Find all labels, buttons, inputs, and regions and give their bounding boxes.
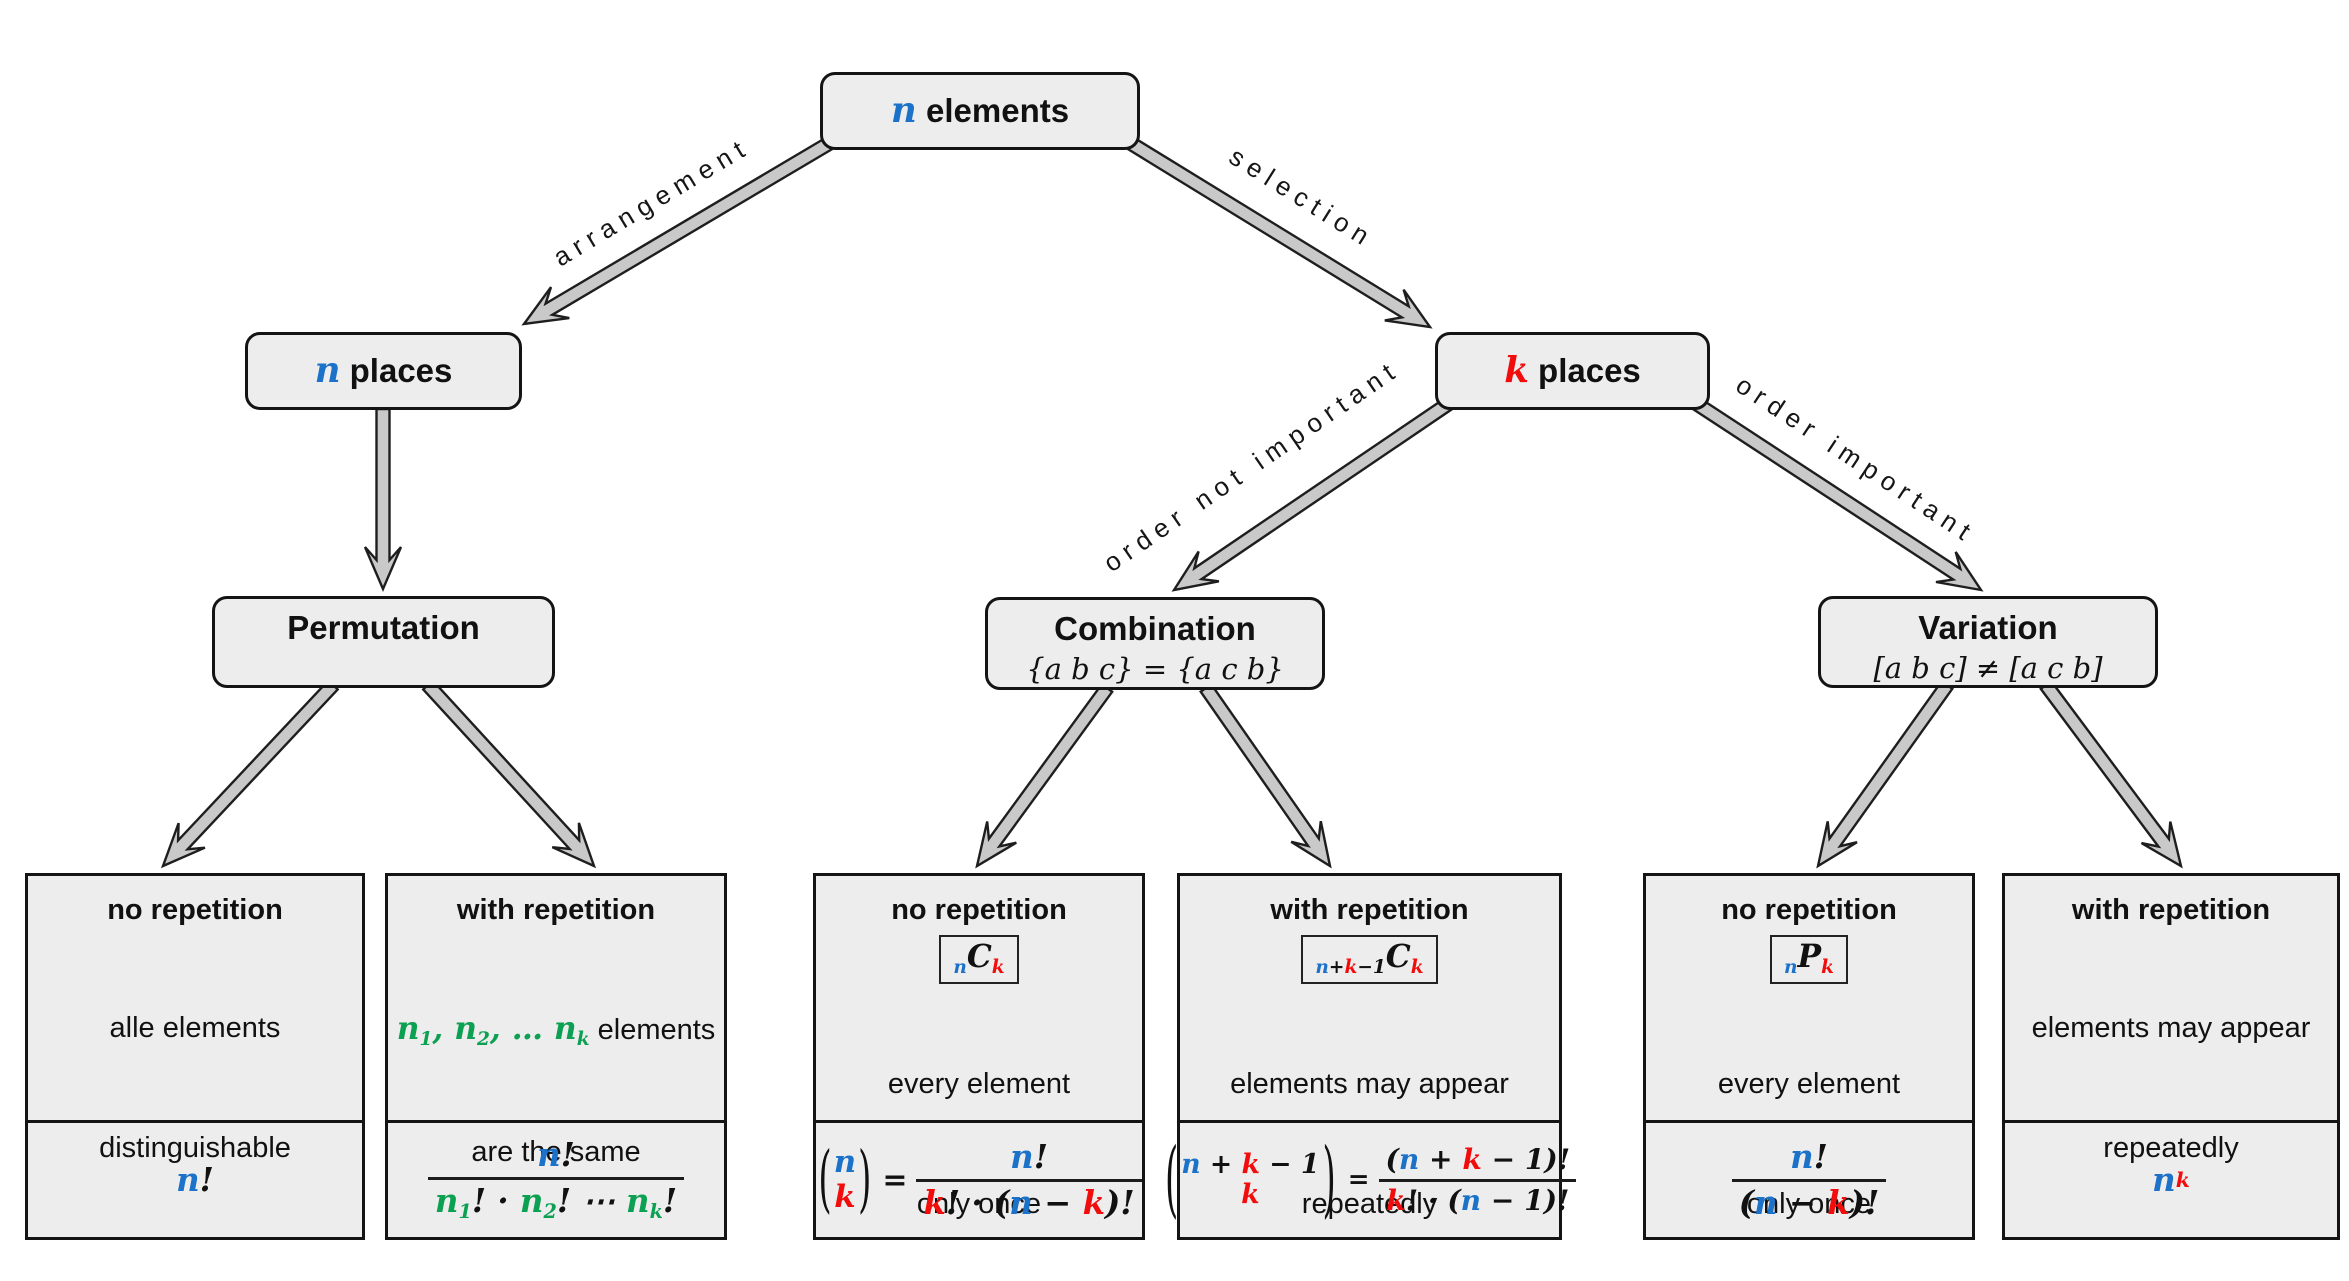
symbol-n-plus-k-minus-1-Ck: n+k−1Ck	[1301, 934, 1438, 984]
node-n-places-label: n places	[314, 349, 453, 391]
leaf-description: alle elements distinguishable	[99, 1011, 291, 1164]
leaf-description: every element only once	[1717, 1067, 1901, 1221]
tree-edge-arrow	[1691, 396, 1984, 592]
leaf-combination-with-repetition: with repetition n+k−1Ck elements may app…	[1165, 873, 1577, 1240]
node-k-places-label: k places	[1504, 349, 1641, 391]
formula-multiset-permutation: n!n1! · n2! ⋯ nk!	[427, 1138, 685, 1222]
symbol-nPk: nPk	[1770, 934, 1848, 984]
node-permutation-title: Permutation	[287, 609, 480, 646]
leaf-formula-section: n!	[28, 1120, 362, 1237]
formula-n-factorial: n!	[176, 1161, 214, 1199]
left-paren: (	[1164, 1131, 1179, 1229]
tree-edge-arrow	[1199, 682, 1332, 869]
leaf-permutation-no-repetition: no repetition alle elements distinguisha…	[25, 873, 365, 1240]
leaf-title: no repetition	[107, 894, 283, 926]
tree-edge-arrow	[975, 682, 1114, 869]
leaf-variation-no-repetition: no repetition nPk every element only onc…	[1643, 873, 1975, 1240]
tree-edge-arrow	[363, 407, 403, 593]
leaf-formula-section: n!n1! · n2! ⋯ nk!	[388, 1120, 724, 1237]
tree-edge-arrow	[2039, 679, 2183, 869]
tree-edge-arrow	[521, 136, 833, 326]
tree-edge-arrow	[421, 678, 597, 869]
node-permutation: Permutation	[212, 596, 555, 688]
leaf-title: no repetition	[891, 894, 1067, 926]
node-combination-subtitle: {a b c} = {a c b}	[1026, 651, 1284, 686]
leaf-description: n1, n2, … nk elements are the same	[396, 1010, 716, 1169]
symbol-nCk: nCk	[939, 934, 1019, 984]
leaf-permutation-with-repetition: with repetition n1, n2, … nk elements ar…	[385, 873, 727, 1240]
node-n-places: n places	[245, 332, 522, 410]
formula-falling-factorial: n!(n − k)!	[1731, 1140, 1887, 1220]
leaf-title: with repetition	[456, 894, 656, 926]
leaf-formula-section: n!(n − k)!	[1646, 1120, 1972, 1237]
leaf-title: no repetition	[1721, 894, 1897, 926]
tree-edge-arrow	[1816, 679, 1954, 869]
left-paren: (	[818, 1137, 832, 1223]
tree-edge-arrow	[1126, 136, 1433, 329]
node-combination: Combination {a b c} = {a c b}	[985, 597, 1325, 690]
node-combination-title: Combination	[1054, 610, 1256, 647]
node-k-places: k places	[1435, 332, 1710, 410]
leaf-title: with repetition	[1270, 894, 1469, 926]
leaf-combination-no-repetition: no repetition nCk every element only onc…	[813, 873, 1145, 1240]
tree-edge-arrow	[160, 678, 340, 869]
leaf-variation-with-repetition: with repetition elements may appear repe…	[2002, 873, 2340, 1240]
node-variation-title: Variation	[1918, 609, 2058, 646]
node-n-elements-label: n elements	[890, 89, 1070, 131]
right-paren: )	[1322, 1131, 1336, 1229]
node-variation: Variation [a b c] ≠ [a c b]	[1818, 596, 2158, 688]
leaf-description: elements may appear repeatedly	[2031, 1011, 2311, 1164]
leaf-title: with repetition	[2071, 894, 2271, 926]
node-n-elements: n elements	[820, 72, 1140, 150]
node-variation-subtitle: [a b c] ≠ [a c b]	[1873, 650, 2103, 685]
leaf-description: elements may appear repeatedly	[1230, 1067, 1509, 1221]
tree-edge-arrow	[1171, 396, 1454, 592]
leaf-description: every element only once	[887, 1067, 1071, 1221]
right-paren: )	[858, 1137, 872, 1223]
